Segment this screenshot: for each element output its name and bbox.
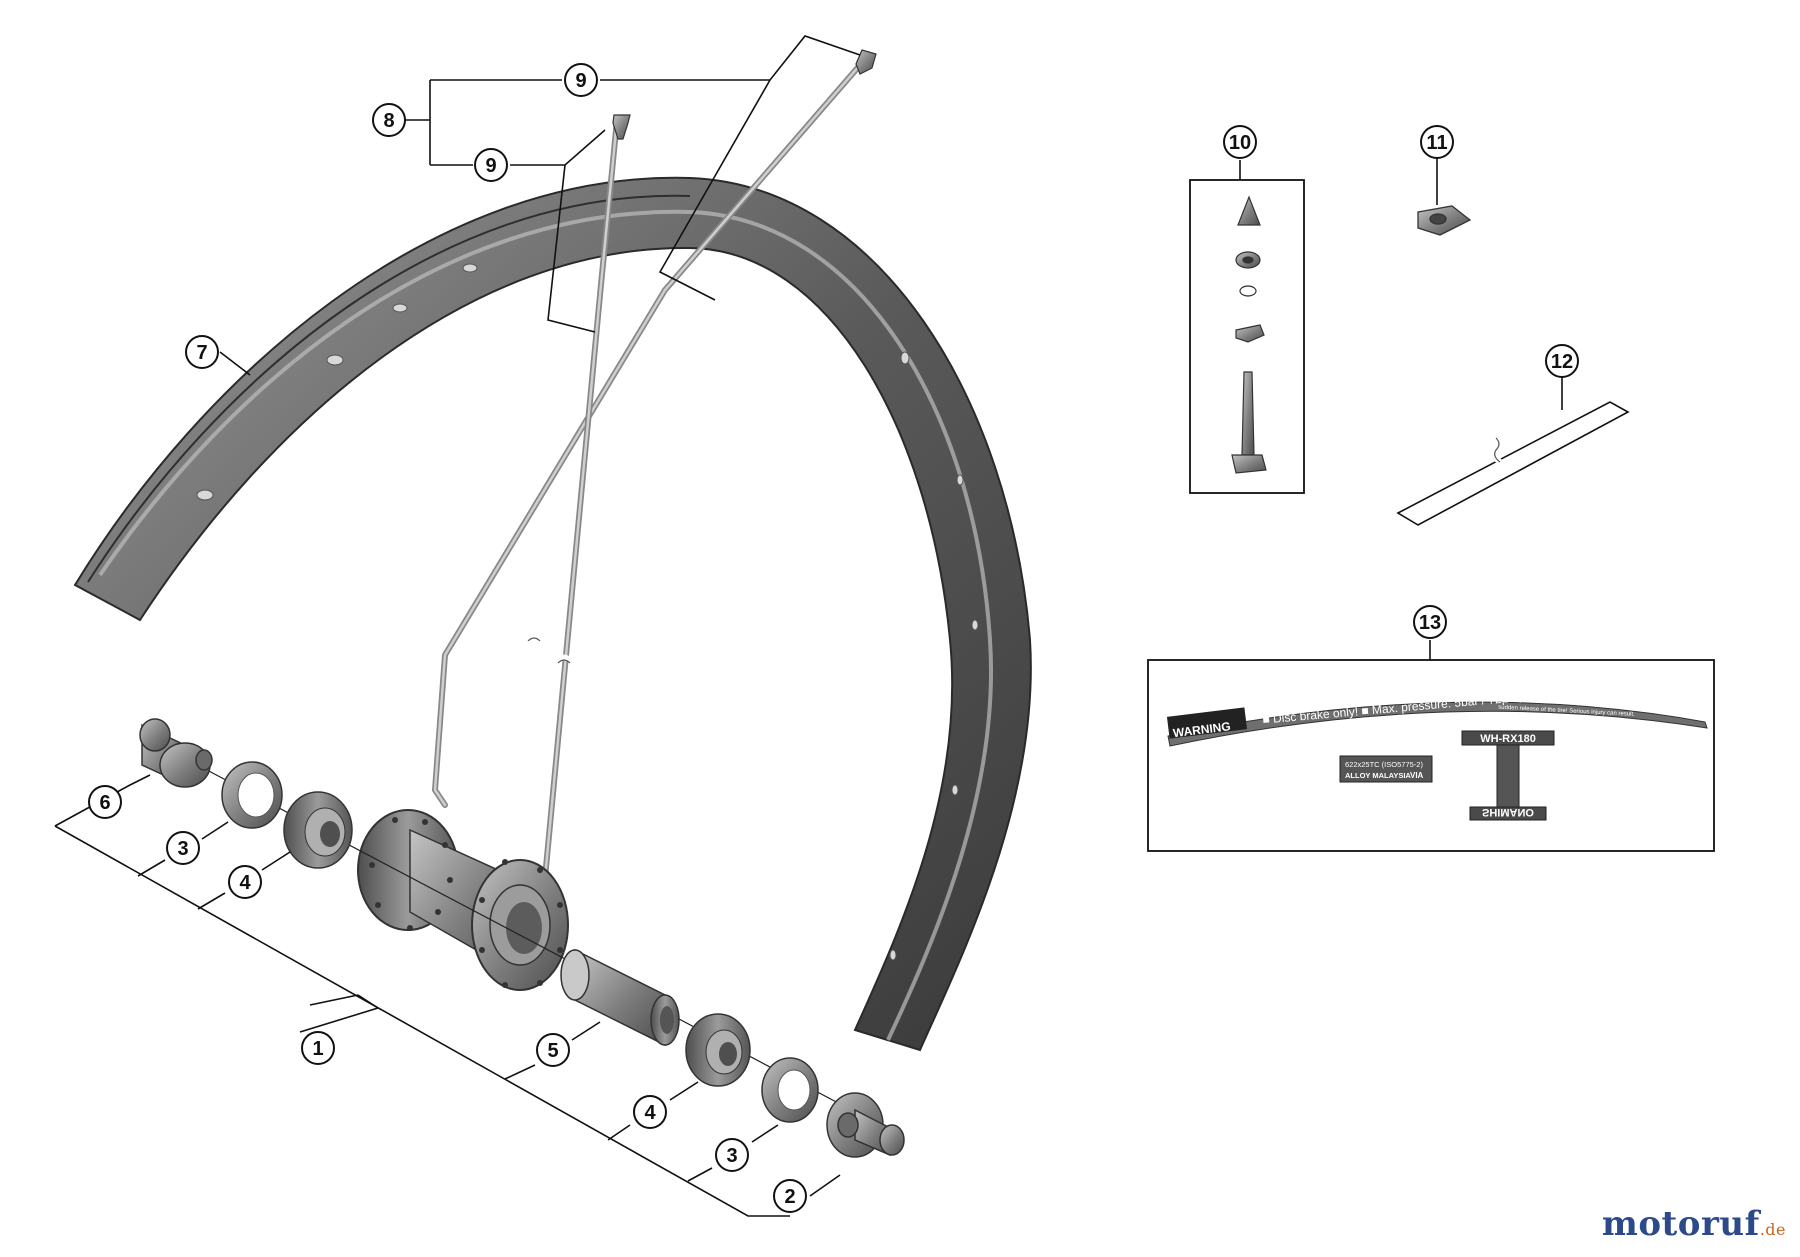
decal-spec-label: 622x25TC (ISO5775-2) ALLOY MALAYSIA VIA (1339, 755, 1433, 783)
callout-4-right: 4 (633, 1095, 667, 1129)
decal-origin-line: ALLOY MALAYSIA (1345, 771, 1411, 780)
decal-via-mark: VIA (1410, 771, 1424, 780)
rim-tape (1396, 401, 1630, 526)
watermark-logo: motoruf.de (1602, 1204, 1786, 1244)
hub-flange-holes (369, 817, 563, 988)
decal-box (1147, 659, 1715, 852)
callout-1: 1 (301, 1031, 335, 1065)
svg-text:9: 9 (575, 70, 586, 92)
callout-9-top: 9 (564, 63, 598, 97)
callout-3-right: 3 (715, 1138, 749, 1172)
spoke-nipples (612, 49, 877, 140)
callout-4-left: 4 (228, 865, 262, 899)
rim-insert-11 (1417, 205, 1472, 236)
svg-text:8: 8 (383, 110, 394, 132)
decal-size-line: 622x25TC (ISO5775-2) (1345, 760, 1423, 769)
callout-5: 5 (536, 1033, 570, 1067)
valve-kit-parts (1231, 195, 1267, 474)
leader-lines (54, 35, 1563, 1217)
svg-text:13: 13 (1419, 612, 1441, 634)
svg-text:12: 12 (1551, 351, 1573, 373)
cone-right (685, 1013, 751, 1087)
washer-right (761, 1057, 819, 1123)
svg-text:11: 11 (1426, 132, 1447, 154)
cone-left (283, 791, 353, 869)
decal-model-label: WH-RX180 SHIMANO (1461, 730, 1555, 821)
svg-text:10: 10 (1229, 132, 1251, 154)
axle-sleeve (560, 948, 680, 1047)
callout-7: 7 (185, 335, 219, 369)
svg-text:3: 3 (726, 1145, 737, 1167)
lock-nut-right (826, 1092, 905, 1158)
rim-spoke-holes (196, 263, 979, 961)
washer-left (221, 761, 283, 829)
svg-text:4: 4 (239, 872, 251, 894)
svg-text:4: 4 (644, 1102, 656, 1124)
watermark-tld: .de (1759, 1220, 1786, 1239)
callout-10: 10 (1223, 125, 1257, 159)
hub-body (357, 809, 569, 991)
svg-text:7: 7 (196, 342, 207, 364)
callout-2: 2 (773, 1179, 807, 1213)
callout-11: 11 (1420, 125, 1454, 159)
svg-text:3: 3 (177, 838, 188, 860)
decal-model: WH-RX180 (1480, 733, 1536, 745)
callout-13: 13 (1413, 605, 1447, 639)
svg-text:1: 1 (312, 1038, 323, 1060)
valve-kit-box (1189, 179, 1305, 494)
svg-text:2: 2 (784, 1186, 795, 1208)
svg-text:5: 5 (547, 1040, 558, 1062)
callout-6: 6 (88, 785, 122, 819)
rim (73, 176, 1032, 1052)
svg-text:6: 6 (99, 792, 110, 814)
decal-brand: SHIMANO (1482, 806, 1534, 818)
svg-text:9: 9 (485, 155, 496, 177)
decal-warning-strip: WARNING ■ Disc brake only! ■ Max. pressu… (1166, 690, 1708, 747)
callout-9-bottom: 9 (474, 148, 508, 182)
callout-8: 8 (372, 103, 406, 137)
callout-12: 12 (1545, 344, 1579, 378)
callout-3-left: 3 (166, 831, 200, 865)
lock-nut-left (139, 718, 213, 788)
watermark-brand: motoruf (1601, 1204, 1760, 1244)
